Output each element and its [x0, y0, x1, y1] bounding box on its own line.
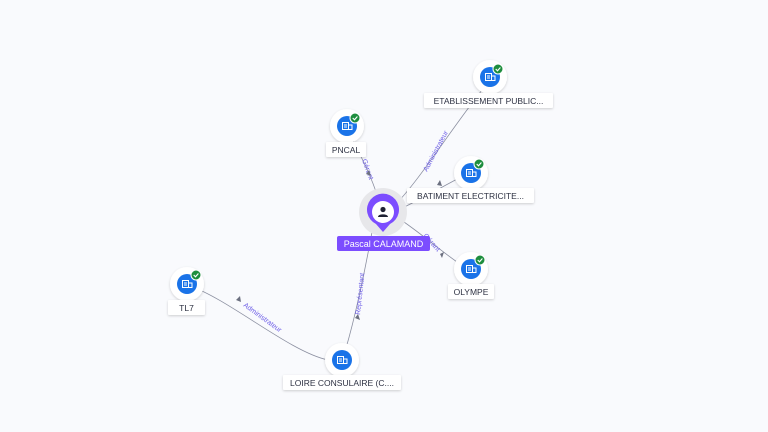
node-etablissement[interactable]: ETABLISSEMENT PUBLIC... — [424, 60, 553, 108]
node-label: OLYMPE — [454, 287, 489, 297]
edge-label-etab: Administrateur — [423, 129, 451, 173]
arrow-marker-icon — [366, 170, 371, 176]
node-label-box — [424, 93, 553, 108]
arrow-marker-icon — [236, 296, 241, 302]
verified-check-icon — [473, 158, 485, 170]
arrow-markers — [236, 170, 444, 320]
person-name: Pascal CALAMAND — [344, 239, 424, 249]
node-tl7[interactable]: TL7 — [168, 267, 205, 315]
center-person-node[interactable]: Pascal CALAMAND — [337, 188, 430, 251]
building-icon — [466, 265, 477, 273]
arrow-marker-icon — [355, 314, 360, 320]
verified-check-icon — [474, 254, 486, 266]
person-label-box — [337, 236, 430, 251]
node-label: BATIMENT ELECTRICITE... — [417, 191, 524, 201]
arrow-marker-icon — [440, 252, 444, 258]
verified-check-icon — [190, 269, 202, 281]
node-pncal[interactable]: PNCAL — [326, 109, 366, 157]
building-icon — [342, 122, 353, 130]
edge-label-pncal: Gérant — [360, 158, 374, 181]
person-icon — [378, 206, 388, 217]
node-label: PNCAL — [332, 145, 361, 155]
building-icon — [466, 169, 477, 177]
building-icon — [182, 280, 193, 288]
node-label: LOIRE CONSULAIRE (C.... — [290, 378, 394, 388]
node-label: ETABLISSEMENT PUBLIC... — [434, 96, 544, 106]
verified-check-icon — [349, 112, 361, 124]
node-label-box — [407, 188, 534, 203]
edge-loire-tl7 — [189, 285, 329, 361]
edge-labels-layer: Administrateur Gérant Gérant Représentan… — [242, 129, 450, 334]
node-loire[interactable]: LOIRE CONSULAIRE (C.... — [283, 343, 401, 390]
verified-check-icon — [492, 63, 504, 75]
arrow-marker-icon — [437, 180, 442, 186]
building-icon — [337, 356, 348, 364]
node-label: TL7 — [179, 303, 194, 313]
node-label-box — [168, 300, 205, 315]
node-olympe[interactable]: OLYMPE — [448, 252, 494, 299]
edge-label-tl7: Administrateur — [242, 302, 283, 335]
node-label-box — [326, 142, 366, 157]
node-label-box — [283, 375, 401, 390]
building-icon — [485, 73, 496, 81]
node-label-box — [448, 284, 494, 299]
edge-label-loire: Représentant — [355, 273, 366, 316]
node-batiment[interactable]: BATIMENT ELECTRICITE... — [407, 156, 534, 203]
